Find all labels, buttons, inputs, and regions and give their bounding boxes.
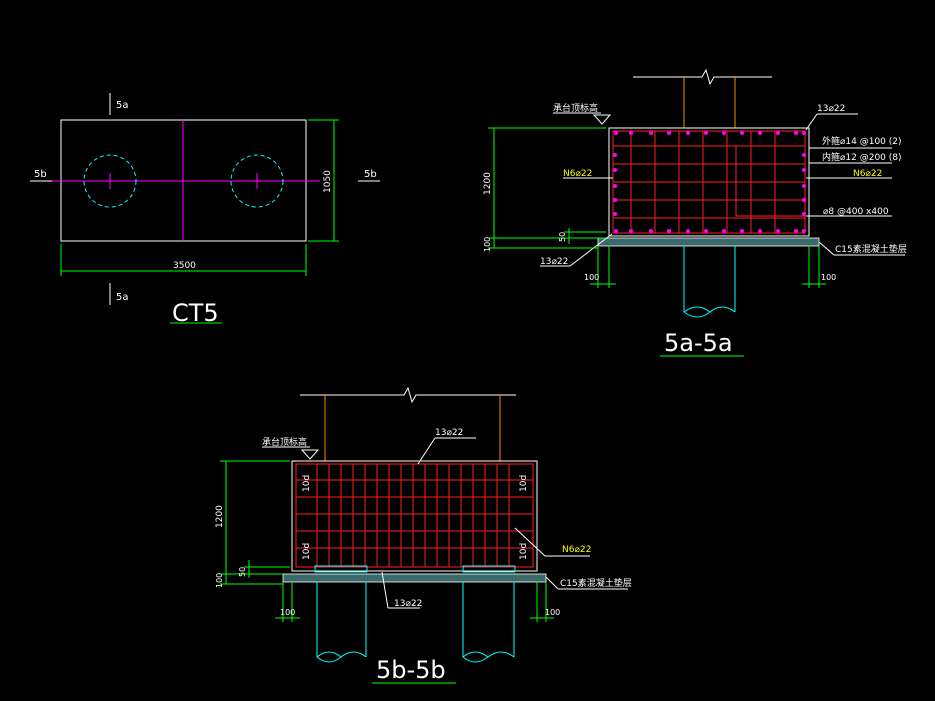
section-b-side-bars: N6⌀22	[562, 545, 591, 555]
section-a-title: 5a-5a	[664, 329, 733, 357]
section-b-dim-height: 1200	[215, 505, 225, 528]
column-break-line-b	[300, 386, 516, 404]
pile-circle-left	[83, 154, 137, 208]
plan-title: CT5	[172, 299, 219, 327]
cushion-a	[597, 237, 820, 247]
section-a-view: 承台顶标高 13⌀22 外箍⌀14 @100 (2) 内箍⌀12 @200 (8…	[483, 68, 907, 357]
section-a-side-bars-left: N6⌀22	[563, 169, 592, 179]
section-b-bottom-bars: 13⌀22	[394, 599, 422, 609]
horizontal-bars-b	[296, 479, 533, 549]
section-b-dim-cover: 50	[238, 567, 247, 577]
plan-height-dim: 1050	[323, 170, 333, 193]
section-b-dim-right-offset: 100	[545, 608, 560, 617]
section-b-right-label: 5b	[364, 169, 377, 180]
anchor-bottom-right: 10d	[519, 543, 529, 560]
section-a-top-bars: 13⌀22	[817, 104, 845, 114]
section-a-bottom-bars: 13⌀22	[540, 257, 568, 267]
bottom-bar-dots-a	[614, 229, 806, 233]
anchor-bottom-left: 10d	[302, 543, 312, 560]
section-a-top-label: 承台顶标高	[553, 102, 598, 114]
anchor-top-right: 10d	[519, 475, 529, 492]
side-bar-dots-a	[613, 153, 806, 216]
cushion-b	[282, 573, 547, 583]
cap-section-b	[291, 460, 538, 572]
section-b-left-label: 5b	[34, 169, 47, 180]
vertical-bars-b	[316, 464, 510, 567]
inner-stirrup-a	[735, 145, 806, 217]
section-a-top-label: 5a	[116, 100, 129, 111]
section-a-cushion: C15素混凝土垫层	[835, 243, 907, 255]
plan-width-dim: 3500	[173, 261, 196, 271]
section-a-bottom-label: 5a	[116, 292, 129, 303]
column-break-line-a	[633, 68, 772, 86]
pile-circle-right	[230, 154, 284, 208]
section-b-top-label: 承台顶标高	[262, 436, 307, 448]
cap-section-a	[608, 127, 810, 237]
section-a-inner-stirrup: 内箍⌀12 @200 (8)	[822, 151, 902, 163]
plan-view: 5a 5a 5b 5b 3500 1050 CT5	[30, 93, 380, 327]
section-b-cushion: C15素混凝土垫层	[560, 577, 632, 589]
section-a-dim-cushion: 100	[483, 237, 492, 252]
section-a-tie-bars: ⌀8 @400 x400	[823, 207, 889, 217]
section-b-dim-left-offset: 100	[280, 608, 295, 617]
anchor-top-left: 10d	[302, 475, 312, 492]
section-b-title: 5b-5b	[376, 656, 446, 684]
section-a-outer-stirrup: 外箍⌀14 @100 (2)	[822, 135, 902, 147]
section-a-dim-cover: 50	[558, 232, 567, 242]
rebar-cage-b	[295, 463, 534, 568]
section-b-dim-cushion: 100	[215, 573, 224, 588]
section-b-top-bars: 13⌀22	[435, 428, 463, 438]
section-a-dim-height: 1200	[483, 172, 493, 195]
top-bar-dots-a	[614, 131, 806, 135]
section-a-side-bars-right: N6⌀22	[853, 169, 882, 179]
section-a-dim-left-offset: 100	[584, 273, 599, 282]
section-b-view: 10d 10d 10d 10d 承台顶标高 13⌀22 N6⌀22 C15素混凝…	[215, 386, 632, 684]
section-a-dim-right-offset: 100	[821, 273, 836, 282]
